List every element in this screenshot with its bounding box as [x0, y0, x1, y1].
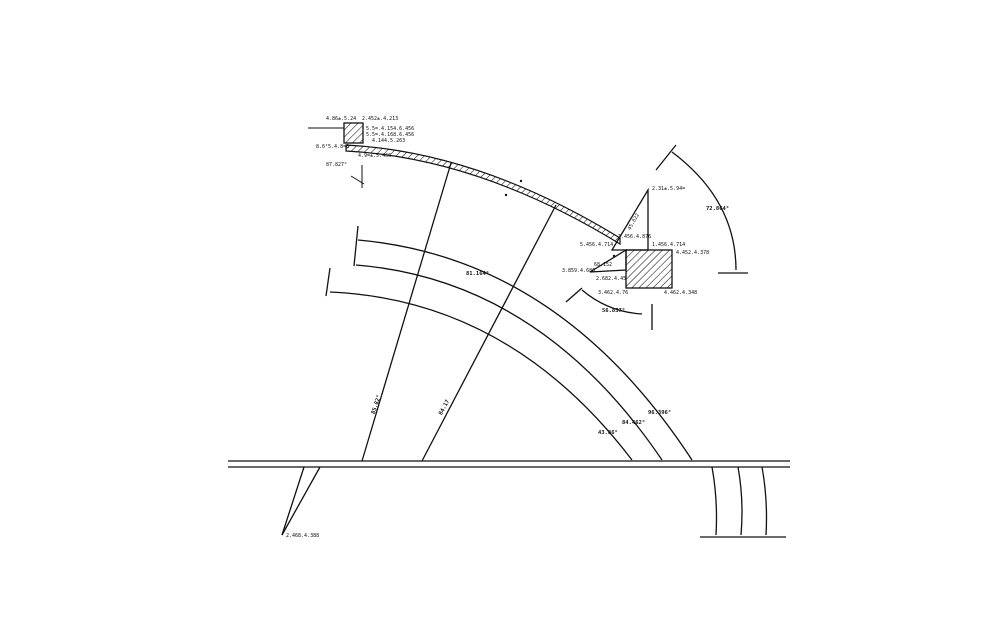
label-right-small-c: 68.152 [594, 262, 612, 268]
label-right-small-a: 3.859.4.686 [562, 268, 595, 274]
right-dimension-arc [655, 144, 748, 274]
label-right-mid-a: 3.456.4.876 [618, 234, 651, 240]
label-top-left-b: 2.452±.4.213 [362, 116, 398, 122]
arcs [325, 225, 693, 461]
left-support-triangle [281, 466, 321, 536]
label-angle-small: 87.827° [326, 162, 347, 168]
right-column [700, 466, 786, 538]
top-left-block [343, 122, 364, 144]
label-arc: 81.164° [466, 271, 489, 277]
label-ray-left: 85.82° [371, 394, 383, 415]
rays [361, 162, 557, 462]
label-right-mid-c: 1.456.4.714 [652, 242, 685, 248]
label-bottom-left: 2.468.4.388 [286, 533, 319, 539]
curved-beam [345, 144, 621, 246]
label-arc-low-b: 84.462° [622, 420, 645, 426]
label-right-mid-d: 4.452.4.378 [676, 250, 709, 256]
label-top-left-f: 8.6²5.4.8=8 [316, 144, 349, 150]
label-top-left-c: 5.5=.4.154.6.456 [366, 126, 414, 132]
label-top-left-a: 4.86±.5.24 [326, 116, 356, 122]
label-right-low-b: 4.462.4.348 [664, 290, 697, 296]
label-top-left-g: 4.9=±.5.466 [358, 153, 391, 159]
label-angle-lower: 56.837° [602, 308, 625, 314]
label-right-low-a: 3.462.4.76 [598, 290, 628, 296]
label-top-left-d: 5.5=.4.168.6.456 [366, 132, 414, 138]
label-right-small-b: 2.682.4.45 [596, 276, 626, 282]
label-right-top: 2.31±.5.94= [652, 186, 685, 192]
label-top-left-e: 4.144.5.263 [372, 138, 405, 144]
label-arc-low-a: 96.396° [648, 410, 671, 416]
right-support [589, 187, 673, 289]
ground-line [228, 460, 790, 468]
lower-dimension [565, 287, 653, 330]
label-right-mid-b: 5.456.4.714 [580, 242, 613, 248]
label-angle-right: 72.864° [706, 206, 729, 212]
label-arc-low-c: 43.86° [598, 430, 618, 436]
